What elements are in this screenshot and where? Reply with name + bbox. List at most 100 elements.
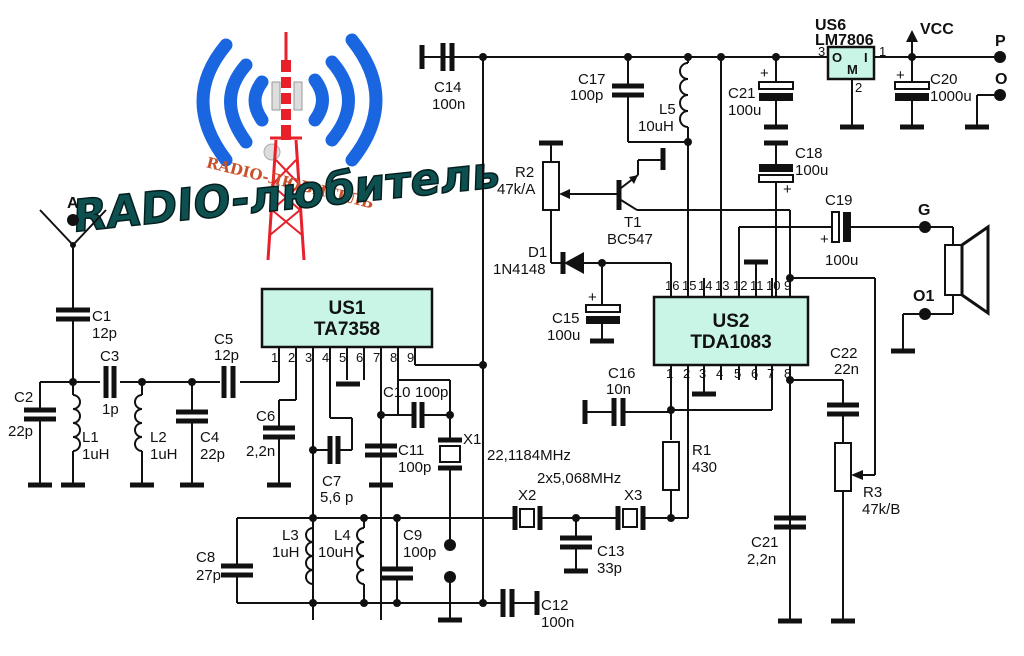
radio-waves-icon	[196, 33, 383, 167]
antenna: A	[39, 195, 107, 310]
c19-ref: C19	[825, 192, 853, 209]
us2-pin-7: 7	[767, 366, 774, 381]
t1-value: BC547	[607, 231, 653, 248]
c1-ref: C1	[92, 308, 111, 325]
l1-value: 1uH	[82, 446, 110, 463]
vcc-label: VCC	[920, 21, 954, 38]
r2-ref: R2	[515, 164, 534, 181]
us2-pin-15: 15	[682, 278, 696, 293]
c12-ref: C12	[541, 597, 569, 614]
ic-us1: US1 TA7358 1 2 3 4 5 6 7 8 9	[260, 287, 487, 620]
c13-value: 33p	[597, 560, 622, 577]
l5-ref: L5	[659, 101, 676, 118]
x2-ref: X2	[518, 487, 536, 504]
resistor-r1: R1 430	[662, 441, 717, 519]
c10-value: 100p	[415, 384, 448, 401]
us6-pin-3: 3	[818, 44, 825, 59]
terminal-p[interactable]	[994, 51, 1006, 63]
vcc-arrow-icon: VCC	[906, 21, 954, 57]
capacitor-c18: + C18 100u	[758, 140, 828, 278]
c7-value: 5,6 p	[320, 489, 353, 506]
us2-pin-4: 4	[716, 366, 723, 381]
us6-ref: US6	[815, 17, 846, 34]
logo-title: RADIO-любитель	[72, 147, 501, 243]
capacitor-c21-filter: C21 2,2n	[747, 515, 806, 624]
c21a-ref: C21	[728, 85, 756, 102]
antenna-terminal[interactable]	[67, 214, 79, 226]
us2-pin-14: 14	[698, 278, 712, 293]
us6-pin-1: 1	[879, 44, 886, 59]
us2-pin-3: 3	[699, 366, 706, 381]
c14-value: 100n	[432, 96, 465, 113]
us2-pin-9: 9	[784, 278, 791, 293]
terminal-o1-label: O1	[913, 288, 934, 305]
l4-value: 10uH	[318, 544, 354, 561]
c4-ref: C4	[200, 429, 219, 446]
inductor-l1: L1 1uH	[61, 382, 110, 488]
c19-value: 100u	[825, 252, 858, 269]
us2-ref: US2	[713, 311, 750, 332]
c21b-value: 2,2n	[747, 551, 776, 568]
capacitor-c11: C11 100p	[365, 442, 431, 488]
us1-pin-6: 6	[356, 350, 363, 365]
us2-pin-11: 11	[750, 278, 764, 293]
capacitor-c10: C10 100p	[377, 379, 454, 440]
us1-pin-3: 3	[305, 350, 312, 365]
capacitor-c1: C1 12p	[56, 307, 117, 382]
polarity-mark: +	[783, 181, 792, 198]
us2-part: TDA1083	[690, 332, 771, 353]
capacitor-c22: C22 22n	[790, 345, 859, 443]
transistor-t1: T1 BC547	[607, 148, 791, 278]
c17-ref: C17	[578, 71, 606, 88]
c2-ref: C2	[14, 389, 33, 406]
terminal-p-label: P	[995, 33, 1006, 50]
us2-pin-10: 10	[766, 278, 780, 293]
radio-tower-icon	[263, 32, 306, 261]
capacitor-c8: C8 27p	[196, 518, 253, 603]
inductor-l3: L3 1uH	[272, 518, 314, 603]
polarity-mark: +	[820, 231, 829, 248]
us2-pin-6: 6	[751, 366, 758, 381]
c21b-ref: C21	[751, 534, 779, 551]
radio-lubitel-logo: RADIO-ЛЮБИТЕЛЬ RADIO-любитель	[72, 32, 502, 261]
potentiometer-r2[interactable]: R2 47k/A	[497, 140, 617, 263]
c14-ref: C14	[434, 79, 462, 96]
us2-pin-2: 2	[683, 366, 690, 381]
r3-ref: R3	[863, 484, 882, 501]
capacitor-c13: C13 33p	[560, 518, 625, 577]
c15-ref: C15	[552, 310, 580, 327]
c8-value: 27p	[196, 567, 221, 584]
c6-value: 2,2n	[246, 443, 275, 460]
terminal-o-label: O	[995, 71, 1007, 88]
capacitor-c15: + C15 100u	[547, 263, 621, 344]
t1-ref: T1	[624, 214, 642, 231]
c16-ref: C16	[608, 365, 636, 382]
capacitor-c7: C7 5,6 p	[309, 417, 353, 506]
us1-pin-7: 7	[373, 350, 380, 365]
capacitor-c9: C9 100p	[381, 518, 436, 603]
regulator-us6: US6 LM7806 3 1 2 O I M	[815, 17, 886, 130]
r1-value: 430	[692, 459, 717, 476]
capacitor-c4: C4 22p	[176, 382, 225, 488]
terminal-g-label: G	[918, 202, 930, 219]
capacitor-c5: C5 12p	[214, 331, 240, 398]
d1-ref: D1	[528, 244, 547, 261]
us2-pin-16: 16	[665, 278, 679, 293]
x3-ref: X3	[624, 487, 642, 504]
c10-ref: C10	[383, 384, 411, 401]
us2-pin-5: 5	[734, 366, 741, 381]
diode-d1: D1 1N4148	[493, 244, 672, 278]
c1-value: 12p	[92, 325, 117, 342]
us1-pin-5: 5	[339, 350, 346, 365]
c16-value: 10n	[606, 381, 631, 398]
c7-ref: C7	[322, 473, 341, 490]
c21a-value: 100u	[728, 102, 761, 119]
c3-value: 1p	[102, 401, 119, 418]
us2-pin-12: 12	[733, 278, 747, 293]
x1-value: 22,1184MHz	[487, 447, 571, 464]
c9-ref: C9	[403, 527, 422, 544]
us6-mark-o: O	[832, 50, 842, 65]
c17-value: 100p	[570, 87, 603, 104]
potentiometer-r3[interactable]: R3 47k/B	[831, 442, 900, 624]
us1-pin-2: 2	[288, 350, 295, 365]
